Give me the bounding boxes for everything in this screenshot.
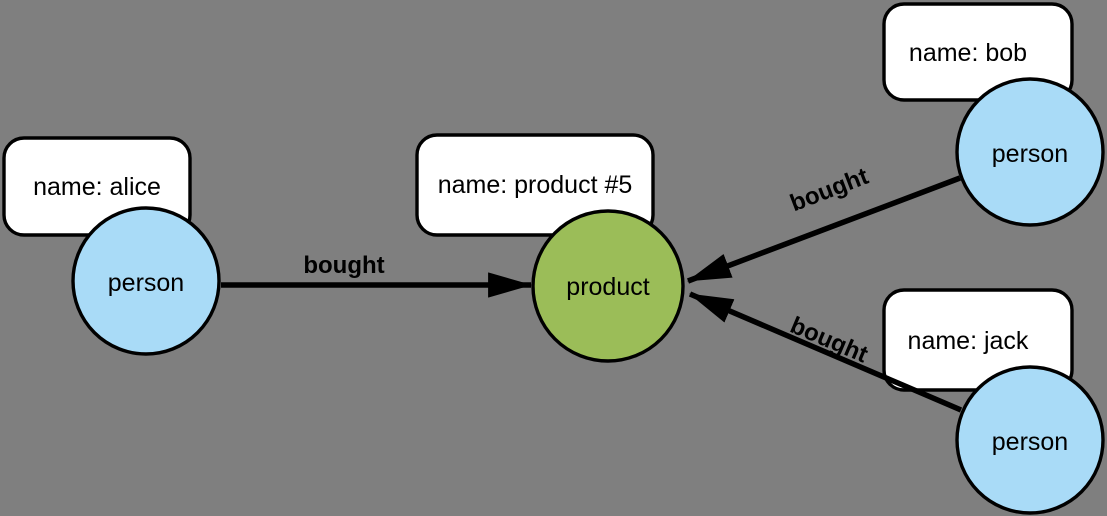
node-person-alice[interactable]: person [71,206,221,356]
node-circle[interactable] [71,206,221,356]
property-box-jack[interactable]: name: jack [882,288,1074,392]
node-person-jack[interactable]: person [955,365,1105,515]
edge-line[interactable] [686,175,961,284]
node-person-bob[interactable]: person [955,77,1105,227]
property-label-alice: name: alice [33,173,161,201]
property-label-product: name: product #5 [438,171,633,199]
node-product[interactable]: product [531,209,685,363]
property-box-bob[interactable]: name: bob [882,2,1074,102]
node-circle[interactable] [955,365,1105,515]
property-box-rect[interactable] [415,133,655,237]
node-label-person: person [992,140,1068,168]
node-circle[interactable] [531,209,685,363]
node-circle[interactable] [955,77,1105,227]
property-box-product[interactable]: name: product #5 [415,133,655,237]
edge-line[interactable] [688,291,963,413]
node-label-person: person [992,428,1068,456]
edge-alice-bought-product[interactable]: bought [221,252,533,298]
edge-label-bought: bought [303,252,384,279]
node-label-person: person [108,269,184,297]
property-label-bob: name: bob [909,39,1027,67]
property-label-jack: name: jack [908,327,1029,355]
node-label-product: product [566,273,649,301]
